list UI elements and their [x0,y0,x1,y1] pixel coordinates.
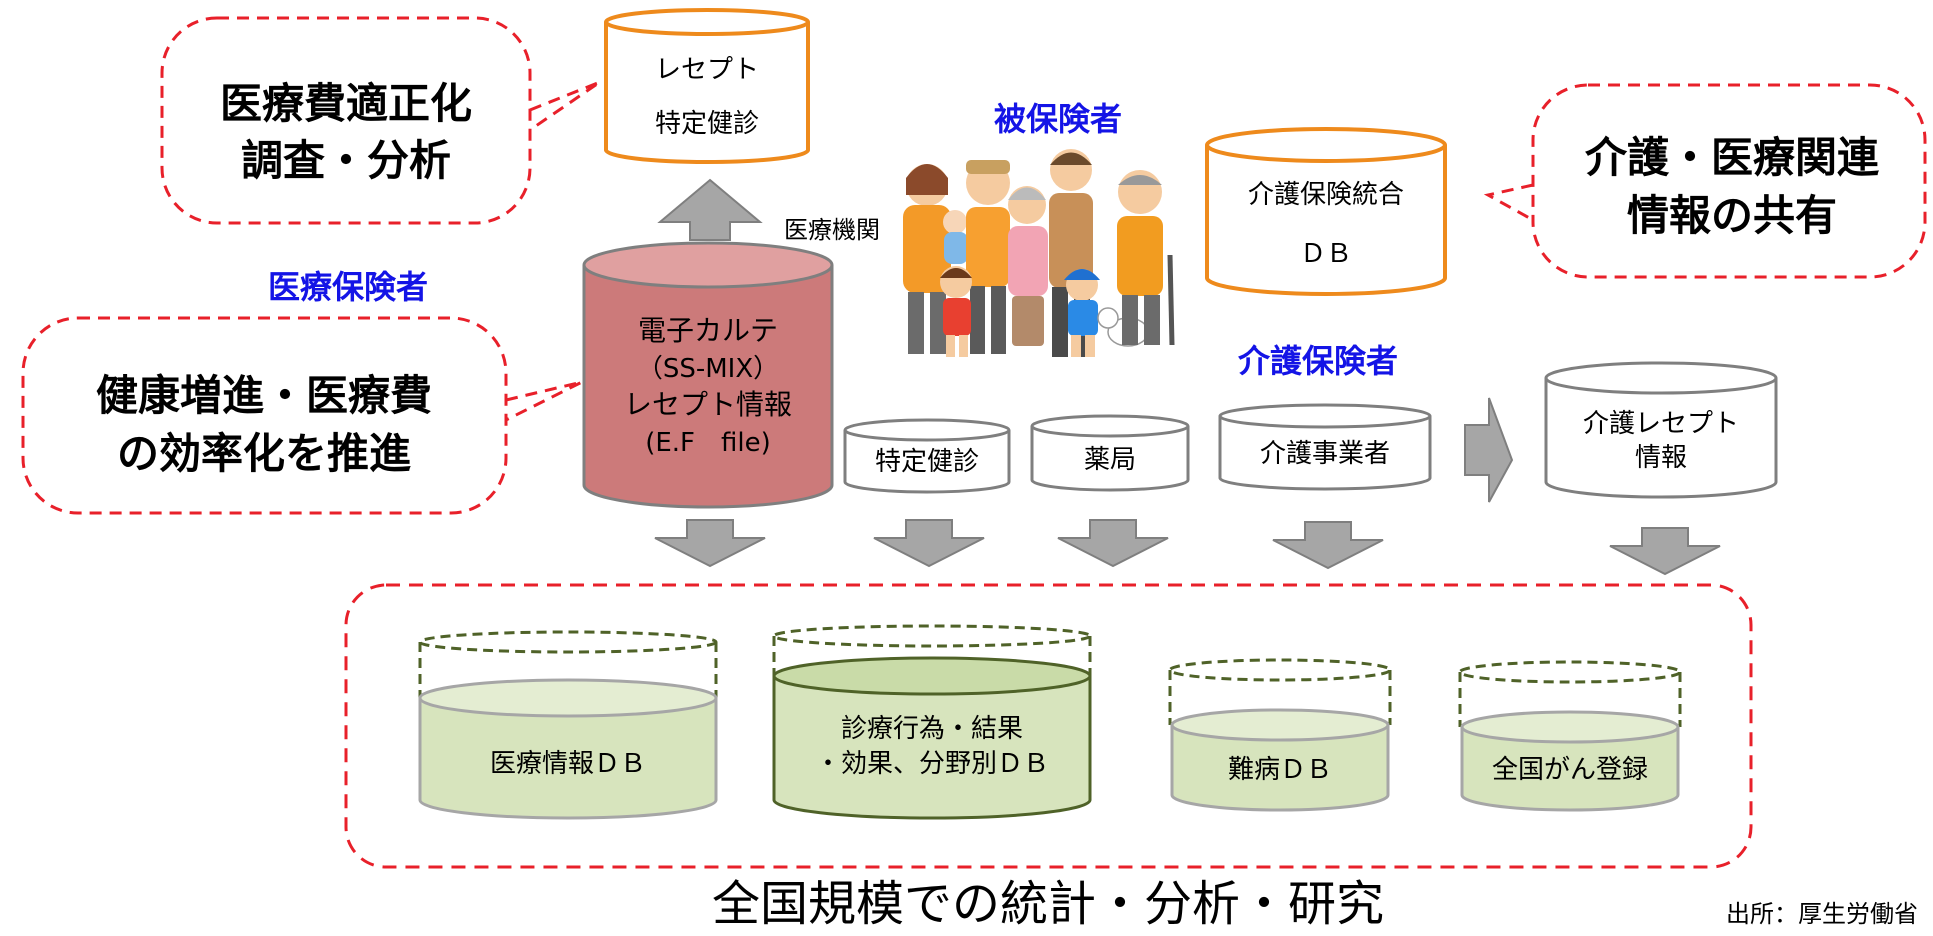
cylinder-ehr-line4: (E.F file) [645,428,771,458]
up-arrow [657,178,763,241]
footer-source: 出所：厚生労働省 [1726,900,1918,928]
cylinder-pharmacy: 薬局 [1030,414,1190,492]
callout-med-expense-line1: 医療費適正化 [220,79,472,128]
cylinder-care-db-line2: ＤＢ [1300,239,1352,269]
cylinder-receipt: レセプト 特定健診 [604,8,810,164]
db-treatment-line1: 診療行為・結果 [841,714,1023,744]
cylinder-checkup-label: 特定健診 [875,447,979,477]
callout-health-promo-line1: 健康増進・医療費 [96,371,432,420]
down-arrow-pharmacy [1057,519,1169,568]
cylinder-ehr: 電子カルテ （SS-MIX） レセプト情報 (E.F file) [582,241,834,509]
cylinder-pharmacy-label: 薬局 [1084,445,1136,475]
db-intractable: 難病ＤＢ [1168,658,1392,812]
label-medical-institution: 医療機関 [784,216,880,244]
cylinder-care-receipt: 介護レセプト 情報 [1544,361,1778,499]
cylinder-care-provider: 介護事業者 [1218,403,1432,491]
cylinder-care-db: 介護保険統合 ＤＢ [1205,127,1447,296]
people-illustration [903,149,1175,357]
callout-care-share-line2: 情報の共有 [1627,191,1837,240]
db-intractable-label: 難病ＤＢ [1228,755,1332,785]
right-arrow [1464,397,1514,503]
callout-care-share: 介護・医療関連 情報の共有 [1483,83,1927,279]
down-arrow-checkup [873,519,985,568]
cylinder-care-receipt-line2: 情報 [1635,443,1687,473]
db-treatment: 診療行為・結果 ・効果、分野別ＤＢ [772,624,1092,820]
db-treatment-line2: ・効果、分野別ＤＢ [815,749,1049,779]
cylinder-care-provider-label: 介護事業者 [1260,439,1390,469]
label-care-insurer: 介護保険者 [1237,342,1398,380]
cylinder-ehr-line1: 電子カルテ [638,314,778,347]
callout-health-promo: 健康増進・医療費 の効率化を推進 [21,316,583,515]
down-arrow-care-provider [1272,521,1384,570]
db-cancer: 全国がん登録 [1458,660,1682,812]
down-arrow-care-receipt [1609,527,1721,576]
db-medical-info-label: 医療情報ＤＢ [490,749,646,779]
cylinder-receipt-line1: レセプト [655,55,759,85]
down-arrows [654,519,1721,576]
callout-health-promo-line2: の効率化を推進 [117,429,411,478]
callout-care-share-line1: 介護・医療関連 [1585,133,1880,182]
callout-med-expense: 医療費適正化 調査・分析 [160,16,601,225]
db-cancer-label: 全国がん登録 [1492,755,1648,785]
cylinder-checkup: 特定健診 [843,418,1011,494]
cylinder-ehr-line3: レセプト情報 [624,388,792,421]
label-insured: 被保険者 [994,100,1122,138]
cylinder-ehr-line2: （SS-MIX） [637,354,779,384]
cylinder-care-receipt-line1: 介護レセプト [1583,409,1739,439]
cylinder-care-db-line1: 介護保険統合 [1248,180,1404,210]
down-arrow-ehr [654,519,766,568]
label-medical-insurer: 医療保険者 [268,268,428,306]
footer-main: 全国規模での統計・分析・研究 [712,876,1384,932]
db-medical-info: 医療情報ＤＢ [418,630,718,820]
cylinder-receipt-line2: 特定健診 [655,109,759,139]
callout-med-expense-line2: 調査・分析 [241,136,451,185]
national-db-container [344,583,1753,869]
